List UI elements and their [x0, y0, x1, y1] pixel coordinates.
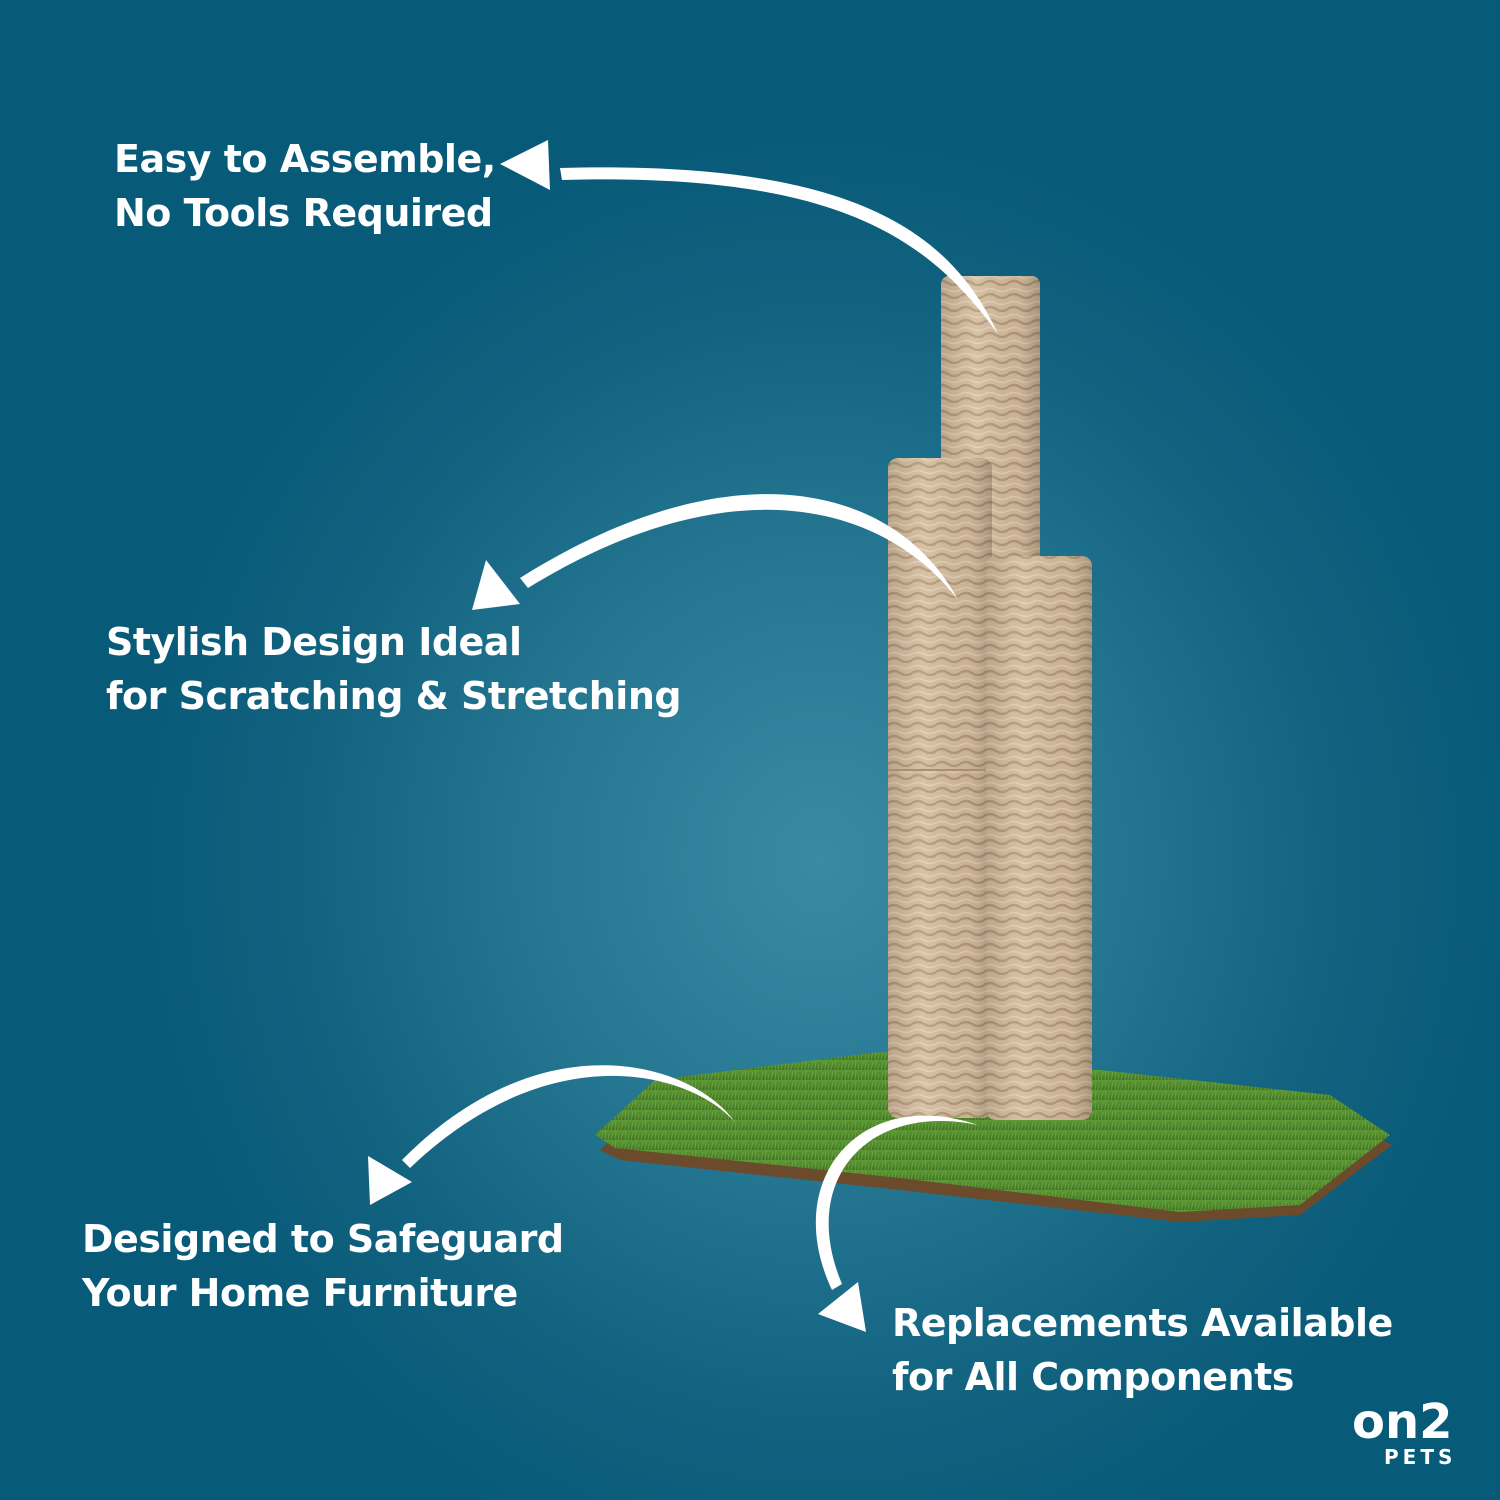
feature-line: Easy to Assemble,	[114, 137, 496, 181]
feature-line: for All Components	[892, 1355, 1294, 1399]
grass-base	[595, 1052, 1392, 1222]
arrowhead-icon	[500, 140, 550, 190]
arrow-icon	[815, 1115, 978, 1290]
logo-subtitle: PETS	[1384, 1445, 1457, 1469]
feature-replacements: Replacements Available for All Component…	[892, 1296, 1393, 1404]
arrow-icon	[520, 494, 958, 600]
feature-design: Stylish Design Ideal for Scratching & St…	[106, 615, 682, 723]
feature-line: No Tools Required	[114, 191, 493, 235]
feature-line: Stylish Design Ideal	[106, 620, 522, 664]
logo-wordmark: on2	[1352, 1394, 1453, 1450]
post-right	[986, 556, 1092, 1120]
feature-line: Your Home Furniture	[82, 1271, 518, 1315]
arrowhead-icon	[472, 560, 520, 610]
feature-line: for Scratching & Stretching	[106, 674, 682, 718]
post-left	[888, 458, 992, 1118]
brand-logo: on2 PETS	[1352, 1398, 1472, 1478]
arrow-icon	[402, 1065, 735, 1168]
feature-assembly: Easy to Assemble, No Tools Required	[114, 132, 496, 240]
arrowhead-icon	[818, 1282, 866, 1332]
arrow-icon	[560, 167, 998, 334]
feature-safeguard: Designed to Safeguard Your Home Furnitur…	[82, 1212, 564, 1320]
feature-line: Designed to Safeguard	[82, 1217, 564, 1261]
arrowhead-icon	[368, 1156, 412, 1205]
feature-line: Replacements Available	[892, 1301, 1393, 1345]
